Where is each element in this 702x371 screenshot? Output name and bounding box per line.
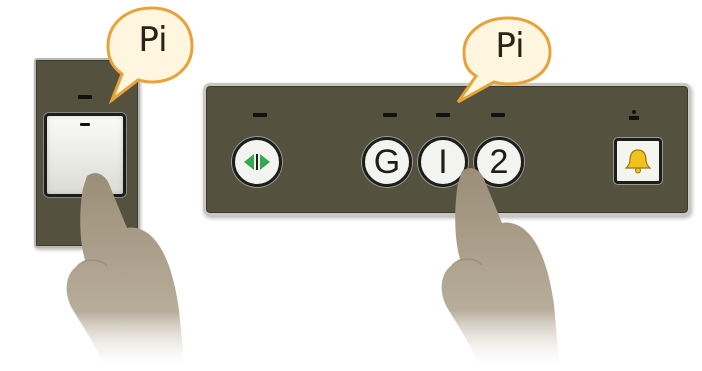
call-button-led <box>80 123 90 126</box>
call-indicator-led <box>78 95 92 99</box>
floor-button-g[interactable]: G <box>362 137 412 187</box>
floor-2-led <box>491 113 505 117</box>
door-open-button[interactable] <box>232 137 282 187</box>
door-open-icon <box>242 151 272 173</box>
call-button[interactable] <box>44 113 126 197</box>
floor-1-led <box>436 113 450 117</box>
bubble-text-left: Pi <box>116 20 190 60</box>
alarm-button[interactable] <box>614 138 662 184</box>
door-open-led <box>253 113 267 117</box>
floor-button-1[interactable]: I <box>418 137 468 187</box>
alarm-indicator <box>629 110 639 120</box>
bubble-text-right: Pi <box>472 26 548 66</box>
alarm-bell-icon <box>624 148 652 174</box>
floor-button-2[interactable]: 2 <box>474 137 524 187</box>
floor-g-led <box>383 113 397 117</box>
